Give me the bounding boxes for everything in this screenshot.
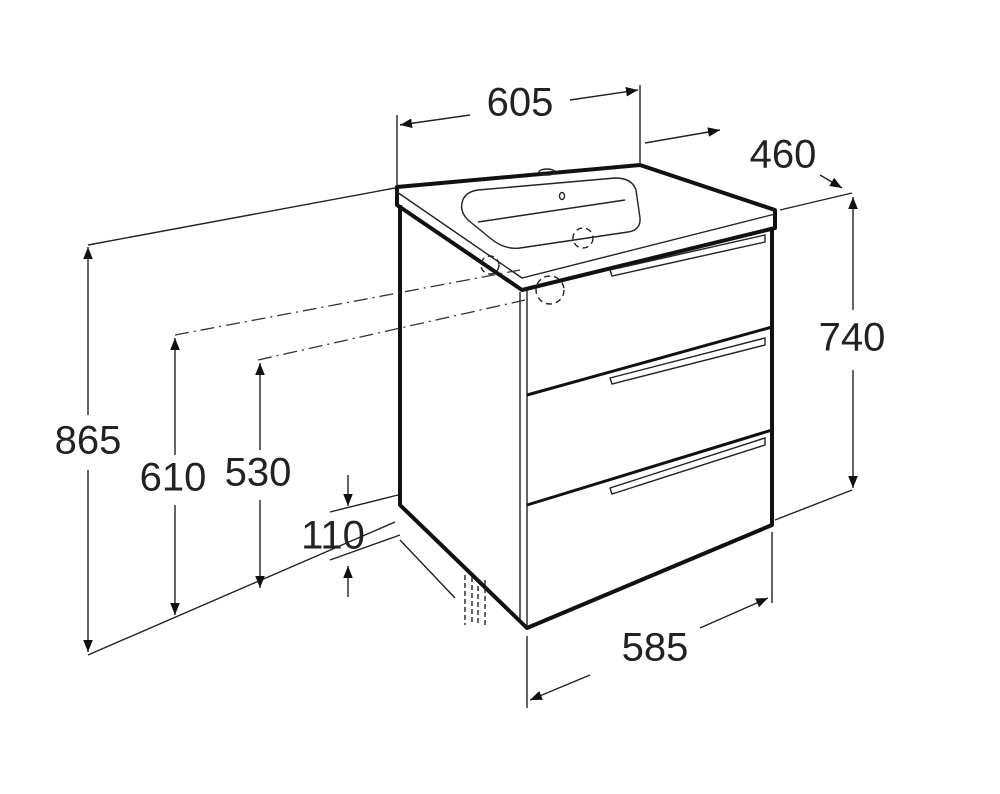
drawer-dividers bbox=[526, 325, 773, 507]
dimension-lines bbox=[83, 85, 858, 708]
tap-hole bbox=[538, 168, 556, 176]
top-front-edge bbox=[396, 191, 776, 279]
basin-inner-edge bbox=[477, 199, 626, 223]
cabinet-body bbox=[398, 205, 774, 630]
basin-bowl bbox=[460, 177, 641, 249]
drain-marker-front bbox=[535, 275, 565, 305]
basin-top-outline bbox=[395, 163, 777, 292]
dim-leg-height: 110 bbox=[301, 514, 365, 558]
wall-leg-dashed bbox=[464, 575, 486, 625]
front-left-edge bbox=[519, 290, 528, 628]
dim-depth: 460 bbox=[750, 133, 817, 177]
vanity-cabinet bbox=[395, 163, 777, 630]
drawer-handle-2 bbox=[609, 337, 766, 385]
drain-marker-side bbox=[480, 255, 500, 275]
dim-drain-height-610: 610 bbox=[140, 456, 207, 500]
drawer-handle-3 bbox=[609, 437, 766, 495]
dim-drain-height-530: 530 bbox=[225, 451, 292, 495]
dim-cabinet-width: 585 bbox=[622, 626, 689, 670]
overflow-hole bbox=[558, 191, 566, 201]
dim-cabinet-height: 740 bbox=[819, 316, 886, 360]
drawer-handle-1 bbox=[609, 234, 766, 277]
dim-total-height: 865 bbox=[55, 419, 122, 463]
dim-width-top: 605 bbox=[487, 81, 554, 125]
drain-marker-basin bbox=[572, 227, 594, 249]
